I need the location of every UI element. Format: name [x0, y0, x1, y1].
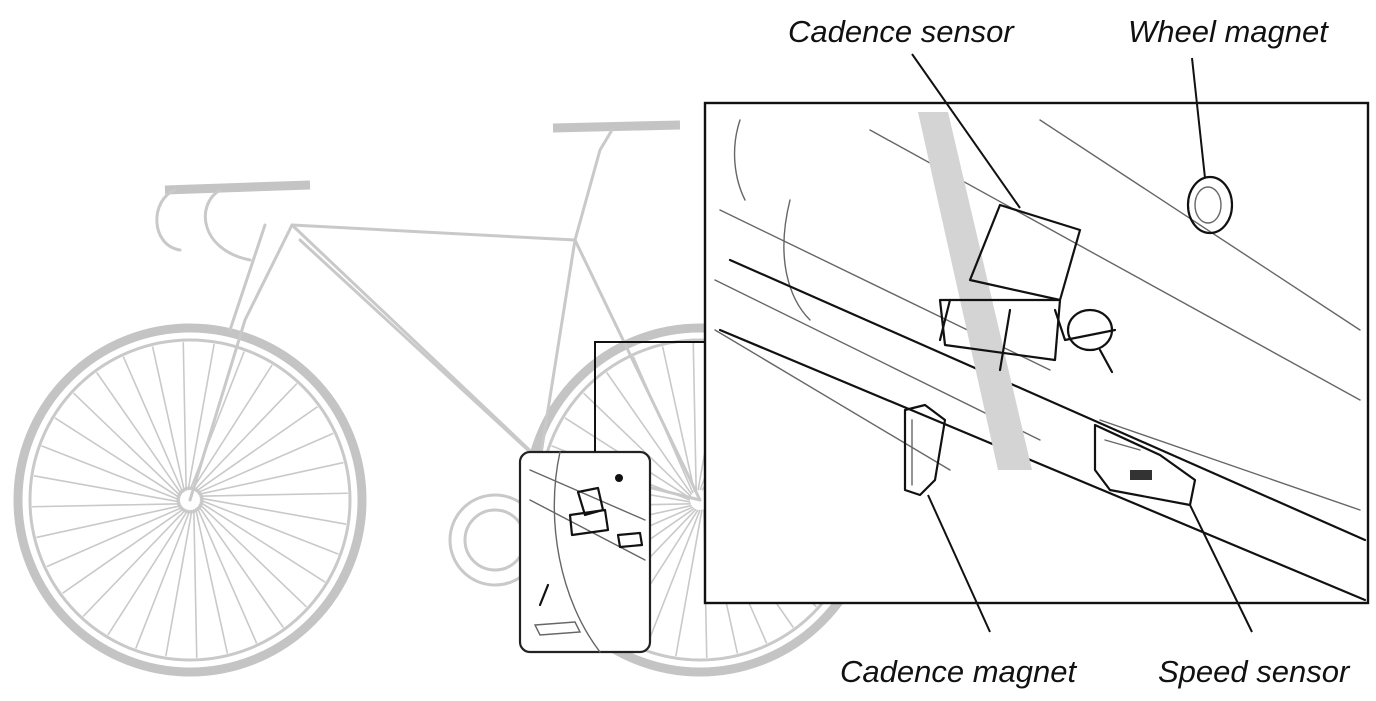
wheel-spoke — [73, 392, 182, 497]
wheel-spoke — [41, 445, 181, 501]
wheel-spoke — [692, 342, 697, 491]
wheel-spoke — [62, 507, 185, 594]
wheel-spoke — [606, 372, 693, 495]
cadence-magnet-label: Cadence magnet — [840, 654, 1077, 689]
wheel-spoke — [199, 497, 347, 525]
wheel-spoke — [122, 356, 184, 494]
wheel-spoke — [36, 504, 182, 539]
wheel-spoke — [82, 508, 187, 617]
wheel-spoke — [194, 508, 229, 654]
wheel-spoke — [198, 503, 307, 608]
cadence-sensor-leader — [911, 53, 1021, 209]
wheel-spoke — [195, 406, 318, 493]
speed-sensor-leader — [1189, 504, 1253, 633]
front-wheel — [13, 323, 367, 677]
wheel-spoke — [54, 417, 181, 499]
wheel-spoke — [196, 506, 258, 644]
bike-frame — [155, 120, 702, 587]
leader-lines — [911, 53, 1253, 633]
wheel-spoke — [583, 392, 692, 497]
wheel-spoke — [675, 509, 703, 657]
wheel-spoke — [135, 509, 191, 649]
wheel-spoke — [33, 475, 181, 503]
cadence-magnet-part — [903, 403, 947, 497]
wheel-spoke — [151, 346, 186, 492]
small-inset — [518, 450, 652, 654]
wheel-magnet-label: Wheel magnet — [1128, 14, 1329, 49]
wheel-magnet-leader — [1191, 57, 1206, 179]
cadence-magnet-leader — [927, 494, 991, 633]
wheel-spoke — [645, 509, 701, 649]
wheel-spoke — [107, 509, 189, 636]
wheel-spoke — [32, 503, 181, 508]
wheel-spoke — [165, 509, 193, 657]
wheel-spoke — [199, 499, 339, 555]
wheel-spoke — [182, 342, 187, 491]
wheel-spoke — [46, 506, 184, 568]
wheel-spoke — [196, 432, 334, 494]
wheel-spoke — [193, 383, 298, 492]
wheel-spoke — [199, 492, 348, 497]
inset-connector-line — [594, 341, 705, 452]
speed-sensor-label: Speed sensor — [1158, 654, 1351, 689]
wheel-magnet-part — [1186, 175, 1234, 235]
wheel-spoke — [96, 372, 183, 495]
detail-inset — [703, 101, 1370, 605]
cadence-sensor-label: Cadence sensor — [788, 14, 1015, 49]
wheel-spoke — [187, 343, 215, 491]
wheel-spoke — [191, 364, 273, 491]
wheel-spoke — [198, 461, 344, 496]
wheel-spoke — [661, 346, 696, 492]
cadence-sensor-part — [938, 203, 1117, 374]
wheel-spoke — [199, 501, 326, 583]
wheel-spoke — [193, 509, 198, 658]
wheel-spoke — [197, 505, 284, 628]
